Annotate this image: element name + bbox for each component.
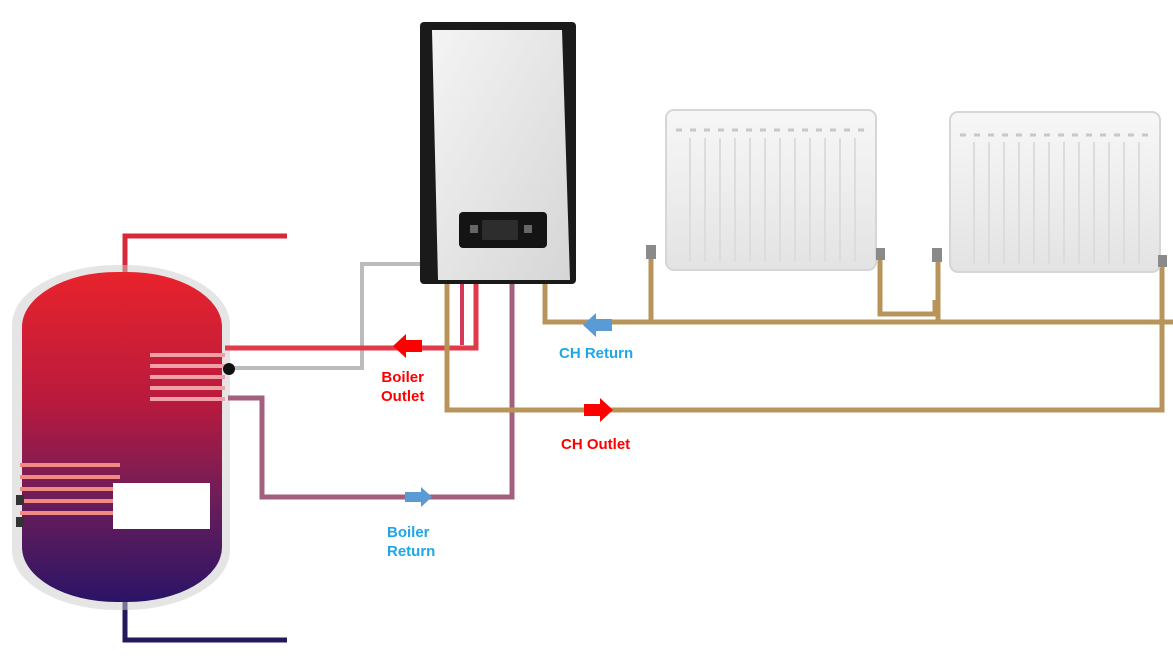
- hot-water-cylinder: [12, 265, 230, 610]
- cylinder-label-panel: [113, 483, 210, 529]
- boiler-outlet-label-line1: Boiler: [381, 369, 424, 386]
- ch-return-pipe: [542, 258, 1173, 325]
- radiator-valves: [646, 245, 1167, 267]
- boiler-return-pipe: [228, 278, 515, 500]
- radiator-1: [665, 109, 877, 271]
- boiler-unit: [420, 22, 576, 284]
- boiler-outlet-label-line2: Outlet: [381, 388, 425, 405]
- cylinder-grey-pipe: [223, 262, 430, 375]
- boiler-outlet-arrow-icon: [393, 334, 422, 358]
- ch-outlet-pipe: [444, 258, 1165, 413]
- boiler-return-label-line2: Return: [387, 543, 436, 560]
- ch-return-label: CH Return: [559, 345, 634, 362]
- boiler-return-label: Boiler Return: [387, 523, 435, 561]
- boiler-outlet-pipe: [225, 278, 479, 351]
- ch-outlet-arrow-icon: [584, 398, 613, 422]
- boiler-outlet-label: Boiler Outlet: [381, 368, 424, 406]
- boiler-return-label-line1: Boiler: [387, 524, 430, 541]
- lower-coil: [20, 463, 120, 515]
- lower-coil-connectors: [16, 495, 24, 527]
- ch-outlet-label: CH Outlet: [561, 436, 631, 453]
- radiator-2: [949, 111, 1161, 273]
- boiler-return-arrow-icon: [405, 487, 432, 507]
- upper-coil: [150, 353, 225, 401]
- ch-return-arrow-icon: [583, 313, 612, 337]
